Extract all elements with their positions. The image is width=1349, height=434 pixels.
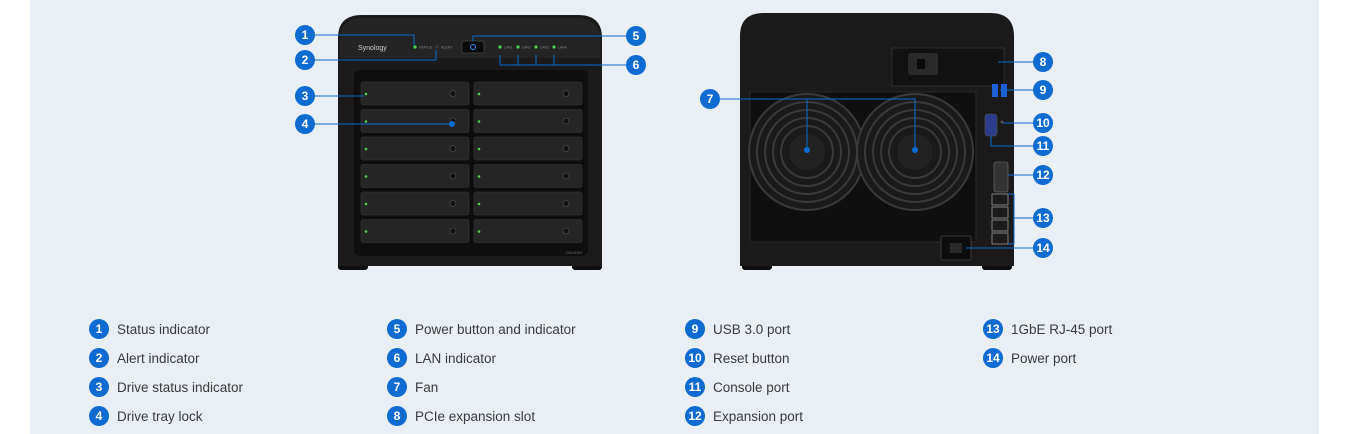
drive-tray	[360, 81, 470, 106]
drive-tray	[360, 136, 470, 161]
callout-4: 4	[295, 114, 315, 134]
callout-14: 14	[1033, 238, 1053, 258]
alert-led-label: ALERT	[441, 46, 453, 50]
svg-text:LAN2: LAN2	[522, 46, 531, 50]
model-label: DS2415+	[566, 250, 583, 255]
status-led-icon	[413, 45, 417, 49]
callout-2: 2	[295, 50, 315, 70]
callout-10: 10	[1033, 113, 1053, 133]
status-led-label: STATUS	[419, 46, 433, 50]
callout-9: 9	[1033, 80, 1053, 100]
svg-text:LAN3: LAN3	[540, 46, 549, 50]
front-view: Synology STATUS ALERT LAN1 LAN2 LAN3 LAN…	[315, 15, 627, 270]
drive-tray	[473, 191, 583, 216]
drive-tray	[473, 81, 583, 106]
callout-7: 7	[700, 89, 720, 109]
callout-1: 1	[295, 25, 315, 45]
diagram-panel	[30, 0, 1319, 434]
drive-tray	[473, 219, 583, 243]
rear-view	[720, 13, 1034, 270]
callout-8: 8	[1033, 52, 1053, 72]
svg-text:LAN1: LAN1	[504, 46, 513, 50]
drive-tray	[473, 136, 583, 161]
brand-logo: Synology	[358, 45, 387, 52]
callout-3: 3	[295, 86, 315, 106]
drive-tray	[360, 164, 470, 188]
drive-tray	[360, 219, 470, 243]
power-button-icon	[470, 44, 476, 50]
svg-text:LAN4: LAN4	[558, 46, 567, 50]
drive-tray	[473, 109, 583, 133]
nas-diagram: Synology STATUS ALERT LAN1 LAN2 LAN3 LAN…	[315, 13, 1034, 270]
callout-13: 13	[1033, 208, 1053, 228]
alert-led-icon	[435, 45, 439, 49]
drive-tray	[473, 164, 583, 188]
drive-tray	[360, 109, 470, 133]
callout-5: 5	[626, 26, 646, 46]
drive-tray	[360, 191, 470, 216]
callout-6: 6	[626, 55, 646, 75]
callout-12: 12	[1033, 165, 1053, 185]
callout-11: 11	[1033, 136, 1053, 156]
